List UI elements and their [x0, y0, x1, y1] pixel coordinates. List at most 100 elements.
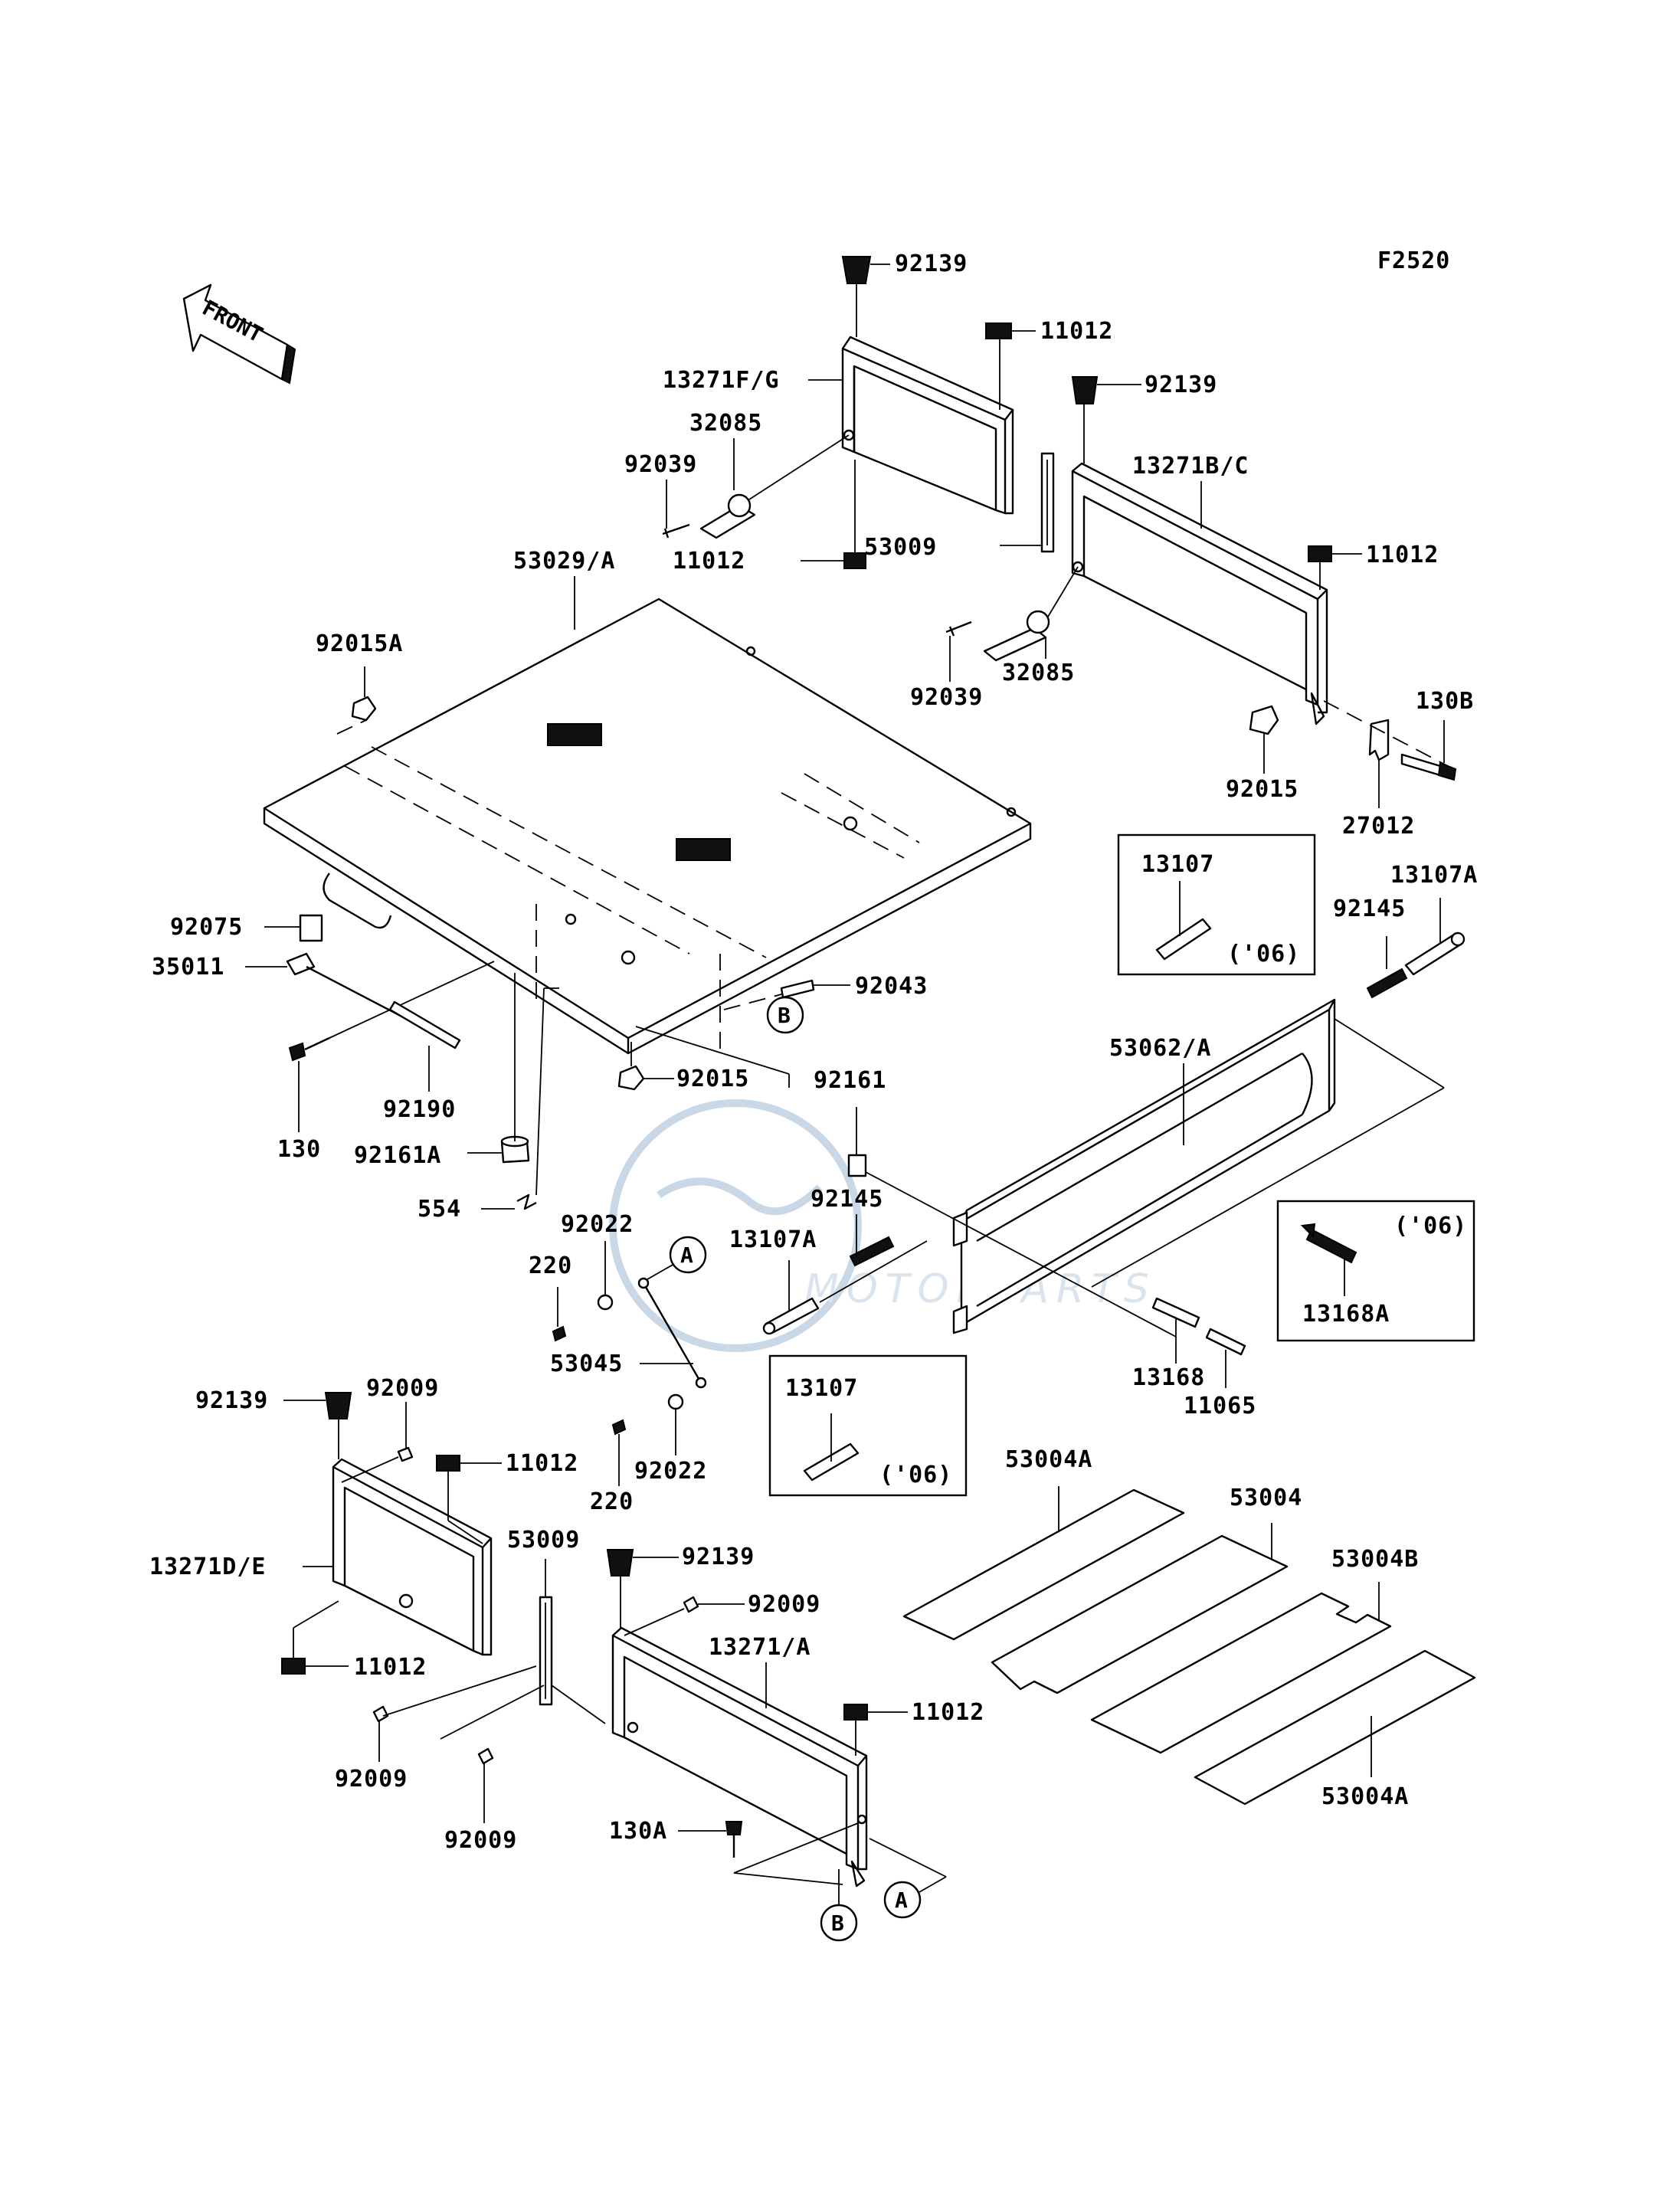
- label-13271BC: 13271B/C: [1132, 453, 1249, 480]
- frame-13271BC: [1071, 462, 1328, 725]
- callout-B-bottom: B: [820, 1869, 858, 1942]
- bed-grip-pattern-1: [547, 723, 602, 746]
- screw-92009-a: [341, 1402, 414, 1483]
- label-13271A: 13271/A: [709, 1634, 811, 1661]
- bolt-130: [288, 961, 495, 1132]
- label-53009-b: 53009: [507, 1527, 580, 1554]
- label-13168A: 13168A: [1302, 1301, 1390, 1328]
- label-92139-top: 92139: [895, 250, 968, 277]
- washer-92022-b: [667, 1393, 684, 1455]
- pin-13107A-r: [1404, 898, 1465, 976]
- pin-11065: [1205, 1328, 1246, 1388]
- label-92009-c: 92009: [335, 1766, 408, 1793]
- label-92190: 92190: [383, 1096, 456, 1123]
- mat-53004B: [1090, 1582, 1392, 1754]
- cap-11012-bl: [436, 1455, 502, 1544]
- bolt-130A: [678, 1821, 859, 1885]
- mat-53004: [991, 1523, 1289, 1694]
- label-11012-top: 11012: [1040, 318, 1113, 345]
- label-11065: 11065: [1184, 1393, 1256, 1419]
- hinge-32085-a: [699, 434, 850, 539]
- cap-11012-bm: [843, 1704, 908, 1756]
- mat-53004A-bottom: [1194, 1649, 1476, 1806]
- figure-code: F2520: [1377, 247, 1450, 274]
- label-53004A-bottom: 53004A: [1321, 1783, 1409, 1810]
- label-13168: 13168: [1132, 1364, 1205, 1391]
- bed-grip-pattern-2: [676, 838, 731, 861]
- plug-92139-r: [1071, 376, 1141, 463]
- rod-35011: [245, 952, 414, 1024]
- clip-554: [481, 987, 559, 1210]
- label-13107-box2: 13107: [785, 1375, 858, 1402]
- variant-box-13107-a: 13107 ('06): [1117, 833, 1316, 976]
- spring-92145-r: [1366, 936, 1408, 999]
- label-130A: 130A: [609, 1818, 667, 1845]
- label-11012-bm: 11012: [912, 1699, 984, 1726]
- label-92161: 92161: [814, 1067, 886, 1094]
- hinge-32085-b: [983, 566, 1079, 662]
- label-92139-bm: 92139: [682, 1544, 755, 1570]
- plug-92139-top: [841, 256, 890, 337]
- label-13107A-r: 13107A: [1390, 862, 1478, 889]
- label-92145-m: 92145: [811, 1186, 883, 1213]
- plug-92139-bm: [606, 1549, 679, 1628]
- label-13271DE: 13271D/E: [149, 1554, 267, 1580]
- label-13271FG: 13271F/G: [663, 367, 780, 394]
- label-11012-bl2: 11012: [354, 1654, 427, 1681]
- cap-11012-bl2: [281, 1600, 349, 1675]
- label-220-a: 220: [529, 1252, 572, 1279]
- callout-A-bottom: A: [869, 1838, 947, 1919]
- cable-53045: [637, 1263, 707, 1389]
- cap-11012-mid: [801, 460, 866, 569]
- bumper-92161: [847, 1107, 1177, 1338]
- pin-13107A-m: [762, 1240, 928, 1335]
- label-92075: 92075: [170, 914, 243, 941]
- label-53062A: 53062/A: [1109, 1035, 1211, 1062]
- frame-13271A: [611, 1626, 868, 1888]
- year-note-box2: ('06): [879, 1462, 952, 1488]
- label-92039-b: 92039: [910, 684, 983, 711]
- callout-A-bottom-letter: A: [895, 1888, 908, 1913]
- label-92015A: 92015A: [316, 630, 403, 657]
- label-92043: 92043: [855, 973, 928, 1000]
- year-note-box1: ('06): [1227, 941, 1300, 968]
- label-92009-a: 92009: [366, 1375, 439, 1402]
- label-11012-mid: 11012: [673, 548, 745, 575]
- label-92015-r: 92015: [1226, 776, 1298, 803]
- label-11012-bl: 11012: [506, 1450, 578, 1477]
- callout-B-top: B: [635, 996, 804, 1088]
- front-direction-arrow-icon: FRONT: [182, 283, 296, 385]
- mat-53004A-top: [902, 1486, 1185, 1641]
- bracket-27012: [1368, 719, 1390, 808]
- label-130B: 130B: [1416, 688, 1474, 715]
- label-92039-a: 92039: [624, 451, 697, 478]
- damper-92161A: [467, 973, 530, 1164]
- label-32085-b: 32085: [1002, 660, 1075, 686]
- label-92145-r: 92145: [1333, 895, 1406, 922]
- screw-92009-d: [440, 1685, 545, 1823]
- frame-13271DE: [332, 1458, 493, 1656]
- label-554: 554: [418, 1196, 461, 1223]
- screw-92009-c: [372, 1665, 537, 1762]
- nut-92015-b: [617, 1042, 674, 1091]
- label-53004: 53004: [1230, 1485, 1302, 1511]
- side-rail-53009-b: [539, 1559, 606, 1724]
- label-92139-r: 92139: [1145, 372, 1217, 398]
- label-32085-a: 32085: [689, 410, 762, 437]
- screw-220-a: [552, 1287, 567, 1342]
- label-92015-b: 92015: [676, 1066, 749, 1092]
- frame-13271FG: [841, 336, 1014, 515]
- label-92009-d: 92009: [444, 1827, 517, 1854]
- washer-92022-a: [597, 1241, 614, 1311]
- callout-B-top-letter: B: [778, 1003, 791, 1028]
- label-53029A: 53029/A: [513, 548, 615, 575]
- cargo-bed-53029A: [263, 598, 1032, 1055]
- cap-11012-r: [1308, 545, 1362, 590]
- label-92022-b: 92022: [634, 1458, 707, 1485]
- tailgate-53062A: [952, 998, 1445, 1334]
- plug-92139-bl: [283, 1392, 352, 1459]
- pin-92190: [388, 1000, 461, 1092]
- bolt-130B: [1323, 700, 1457, 781]
- label-53009-a: 53009: [864, 534, 937, 561]
